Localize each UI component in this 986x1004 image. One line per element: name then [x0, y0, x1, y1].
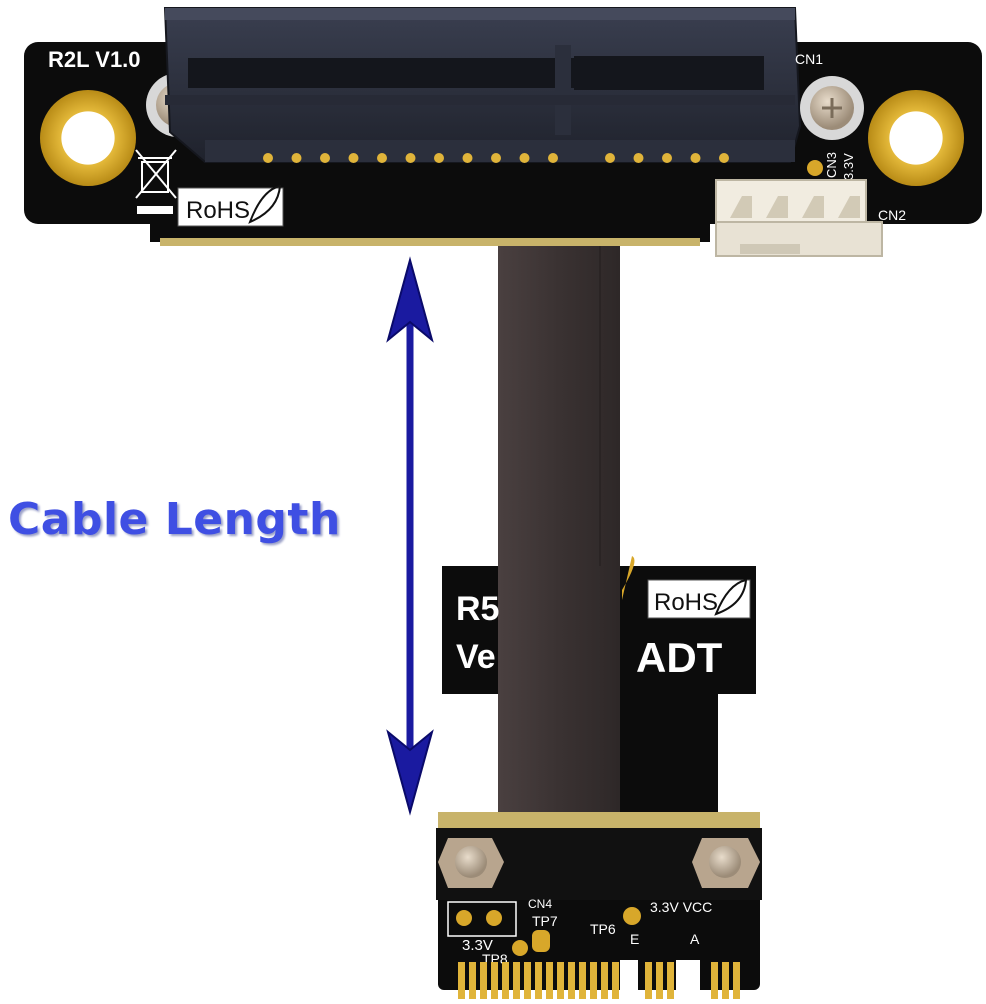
slot-pin: [633, 153, 644, 163]
cn1-label: CN1: [795, 51, 823, 67]
edge-finger: [480, 962, 487, 999]
key-a-label: A: [690, 931, 700, 947]
edge-finger: [524, 962, 531, 999]
rohs-label-top: RoHS: [186, 197, 250, 224]
edge-finger: [491, 962, 498, 999]
edge-finger: [535, 962, 542, 999]
vcc-label: 3.3V VCC: [650, 899, 712, 915]
edge-finger: [601, 962, 608, 999]
edge-finger: [722, 962, 729, 999]
edge-finger: [733, 962, 740, 999]
power-connector-cn2: [715, 179, 883, 257]
tp7-pad: [532, 930, 550, 952]
tp8-pad: [512, 940, 528, 956]
board-model-label: R2L V1.0: [48, 47, 141, 72]
gold-tab: [622, 556, 635, 600]
cn4-outline: [447, 901, 517, 937]
edge-finger: [568, 962, 575, 999]
board-model-partial-r5: R5: [456, 590, 499, 628]
edge-finger: [557, 962, 564, 999]
slot-pin: [719, 153, 729, 163]
voltage-label-top: 3.3V: [841, 153, 856, 180]
edge-finger: [590, 962, 597, 999]
standoff-screw-left: [438, 838, 504, 888]
slot-pin: [519, 153, 530, 163]
slot-pin: [263, 153, 273, 163]
slot-pin: [690, 153, 701, 163]
pad: [486, 910, 502, 926]
cable-length-label: Cable Length: [8, 494, 341, 545]
cn2-label: CN2: [878, 207, 906, 223]
rohs-badge-bottom: RoHS: [647, 578, 751, 619]
edge-finger: [546, 962, 553, 999]
pad: [456, 910, 472, 926]
mounting-hole-right: [868, 90, 964, 186]
edge-finger: [711, 962, 718, 999]
slot-pin: [548, 153, 558, 163]
slot-pin: [320, 153, 330, 163]
edge-finger: [579, 962, 586, 999]
edge-finger: [458, 962, 465, 999]
mounting-hole-left: [40, 90, 136, 186]
tp8-label: TP8: [482, 951, 508, 967]
standoff-screw-right: [692, 838, 760, 888]
leaf-icon-bottom: [714, 578, 748, 616]
slot-pin: [405, 153, 416, 163]
pcie-slot: [163, 7, 802, 163]
cn4-label: CN4: [528, 897, 552, 911]
board-model-partial-ve: Ve: [456, 638, 496, 676]
tp6-label: TP6: [590, 921, 616, 937]
edge-finger: [469, 962, 476, 999]
edge-finger: [656, 962, 663, 999]
rohs-badge-top: RoHS: [177, 184, 284, 227]
tp6-pad: [623, 907, 641, 925]
weee-bin-icon: [135, 149, 177, 214]
edge-finger: [612, 962, 619, 999]
brand-label: ADT: [636, 634, 723, 681]
slot-pin: [291, 153, 302, 163]
ribbon-cable-overlay: [498, 566, 620, 822]
slot-pin: [491, 153, 501, 163]
edge-finger: [645, 962, 652, 999]
edge-finger: [502, 962, 509, 999]
slot-pin: [348, 153, 359, 163]
edge-finger: [513, 962, 520, 999]
slot-pins: [263, 153, 729, 163]
m2-edge-fingers: [458, 962, 740, 999]
cable-length-arrow: [386, 256, 434, 816]
arrow-head-up: [386, 256, 434, 343]
cn3-label: CN3: [824, 152, 839, 178]
pcb-edge: [160, 238, 700, 246]
edge-finger: [667, 962, 674, 999]
rohs-label-bottom: RoHS: [654, 589, 718, 616]
key-notch-a: [676, 960, 700, 999]
slot-pin: [605, 153, 615, 163]
voltage-label-bottom: 3.3V: [462, 937, 493, 954]
screw-right: [800, 76, 864, 140]
key-notch-e: [620, 960, 638, 999]
arrow-head-down: [386, 729, 434, 816]
slot-pin: [377, 153, 387, 163]
slot-pin: [434, 153, 444, 163]
key-e-label: E: [630, 931, 639, 947]
slot-pin: [662, 153, 672, 163]
slot-pin: [462, 153, 473, 163]
tp7-label: TP7: [532, 913, 558, 929]
leaf-icon: [248, 184, 282, 224]
cn3-pad: [807, 160, 823, 176]
